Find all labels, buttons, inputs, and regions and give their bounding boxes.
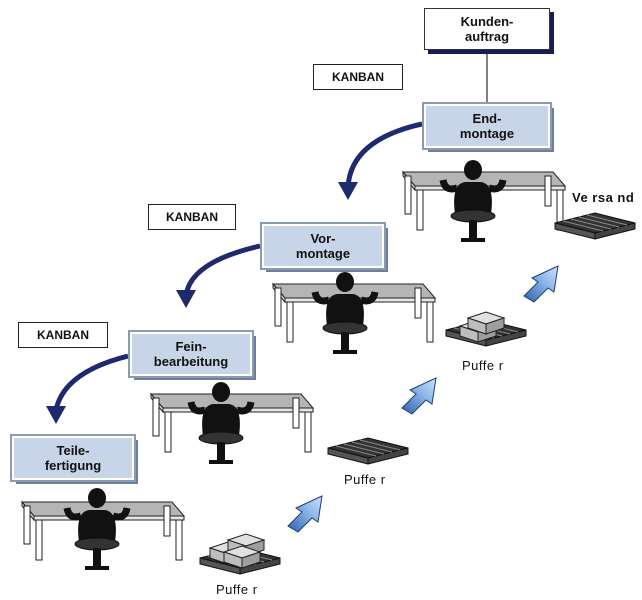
buffer-pallet-middle — [327, 437, 409, 465]
kanban-arrowhead — [338, 182, 358, 200]
buffer-pallet-bottom — [199, 533, 281, 575]
stage-label: Fein- bearbeitung — [153, 339, 229, 369]
kanban-card: KANBAN — [18, 322, 108, 348]
kanban-arrowhead — [176, 290, 196, 308]
stage-box-vormontage: Vor- montage — [260, 222, 386, 270]
buffer-label: Puffe r — [216, 582, 258, 597]
workstation-vormontage — [272, 272, 436, 354]
flow-arrow — [523, 265, 559, 303]
shipping-pallet — [554, 212, 636, 240]
buffer-pallet-top — [445, 311, 527, 347]
kanban-card: KANBAN — [148, 204, 236, 230]
stage-box-endmontage: End- montage — [422, 102, 552, 150]
customer-order-label: Kunden- auftrag — [460, 14, 514, 44]
shipping-label: Ve rsa nd — [572, 190, 635, 205]
workstation-endmontage — [402, 160, 566, 242]
workstation-feinbearbeitung — [150, 382, 314, 464]
kanban-card: KANBAN — [313, 64, 403, 90]
flow-arrow — [287, 495, 323, 533]
kanban-arrow — [53, 353, 129, 411]
flow-arrow — [401, 377, 437, 415]
stage-label: Teile- fertigung — [44, 443, 102, 473]
stage-box-teilefertigung: Teile- fertigung — [10, 434, 136, 482]
kanban-arrow — [345, 121, 423, 189]
kanban-card-label: KANBAN — [166, 210, 218, 224]
buffer-label: Puffe r — [462, 358, 504, 373]
workstation-teilefertigung — [21, 488, 185, 570]
stage-label: Vor- montage — [295, 231, 351, 261]
kanban-card-label: KANBAN — [332, 70, 384, 84]
stage-box-feinbearbeitung: Fein- bearbeitung — [128, 330, 254, 378]
kanban-arrow — [183, 243, 261, 297]
buffer-label: Puffe r — [344, 472, 386, 487]
kanban-arrowhead — [46, 406, 66, 424]
kanban-card-label: KANBAN — [37, 328, 89, 342]
stage-label: End- montage — [459, 111, 515, 141]
customer-order-box: Kunden- auftrag — [424, 8, 550, 50]
